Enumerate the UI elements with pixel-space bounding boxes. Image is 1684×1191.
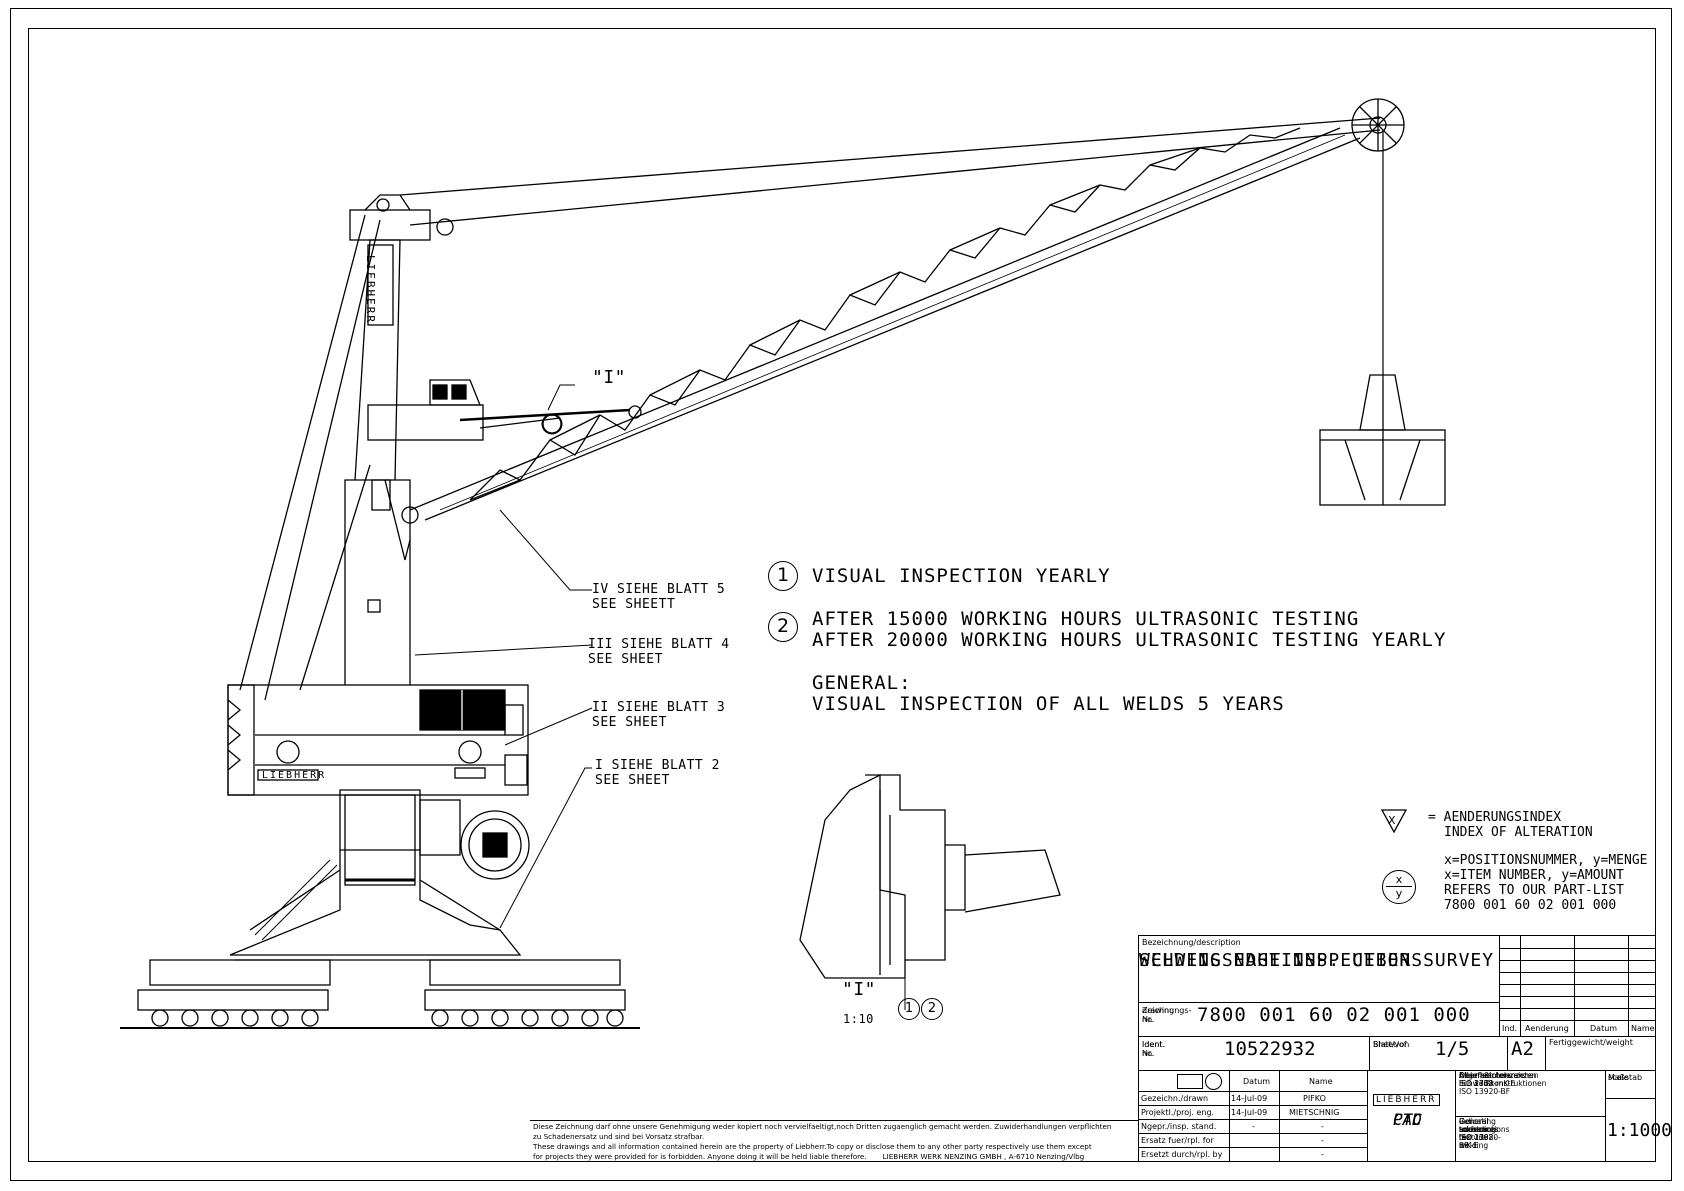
- projection-circle-icon: [1205, 1073, 1222, 1090]
- general-title: GENERAL:: [812, 672, 912, 694]
- tower-brand-label: LIEBHERR: [364, 255, 377, 324]
- note-2-line2: AFTER 20000 WORKING HOURS ULTRASONIC TES…: [812, 629, 1447, 651]
- house-brand-label: LIEBHERR: [262, 770, 327, 781]
- paper-format: A2: [1511, 1038, 1534, 1060]
- company-logo: LIEBHERR: [1373, 1094, 1440, 1106]
- portal: [137, 789, 626, 1027]
- drawing-number: 7800 001 60 02 001 000: [1197, 1004, 1471, 1026]
- company-cad-box: LIEBHERR CAD PTC: [1367, 1070, 1456, 1161]
- detail-marker-1: 1: [898, 998, 920, 1020]
- alteration-index-symbol: X: [1380, 809, 1408, 834]
- title-block: Bezeichnung/description SCHWEISSNAHTINSP…: [1138, 935, 1672, 1162]
- detail-marker-2: 2: [921, 998, 943, 1020]
- note-2-marker: 2: [768, 612, 798, 642]
- inner-frame: [28, 28, 1656, 1162]
- boom: [401, 98, 1405, 524]
- sheet-number: 1/5: [1435, 1038, 1470, 1060]
- item-number-symbol: x y: [1382, 870, 1416, 904]
- tower: [344, 194, 484, 685]
- view-i-label: "I": [592, 367, 627, 388]
- scale-value: 1:1000: [1607, 1120, 1673, 1141]
- note-2-line1: AFTER 15000 WORKING HOURS ULTRASONIC TES…: [812, 608, 1360, 630]
- note-1-marker: 1: [768, 561, 798, 591]
- note-1-text: VISUAL INSPECTION YEARLY: [812, 565, 1111, 587]
- detail-view-label: "I": [842, 979, 877, 1000]
- view-i-marker: [541, 413, 563, 435]
- ropes: [239, 117, 1384, 701]
- desc-label: Bezeichnung/description: [1142, 938, 1241, 947]
- bogies-left: [137, 959, 331, 1027]
- general-text: VISUAL INSPECTION OF ALL WELDS 5 YEARS: [812, 693, 1285, 715]
- cable-reel: [460, 810, 530, 880]
- weight-label: Fertiggewicht/weight: [1549, 1038, 1633, 1047]
- superstructure: [227, 684, 529, 796]
- outer-frame: [10, 8, 1672, 1181]
- bogies-right: [424, 959, 626, 1027]
- signature-grid: Datum Name Gezeichn./drawn 14-Jul-09 PIF…: [1139, 1070, 1368, 1161]
- detail-view-scale: 1:10: [843, 1012, 874, 1026]
- ident-number: 10522932: [1224, 1038, 1316, 1060]
- legend-alteration: = AENDERUNGSINDEX INDEX OF ALTERATION: [1428, 810, 1593, 840]
- callout-leaders: [414, 509, 593, 929]
- grab-bucket: [1319, 374, 1446, 506]
- legend-item: x=POSITIONSNUMMER, y=MENGE x=ITEM NUMBER…: [1444, 853, 1648, 913]
- revision-grid: Ind. Aenderung Datum Name: [1499, 936, 1656, 1036]
- projection-symbol-icon: [1177, 1074, 1203, 1089]
- detail-view-i: [799, 773, 1061, 1010]
- copyright-disclaimer: Diese Zeichnung darf ohne unsere Genehmi…: [530, 1120, 1138, 1162]
- svg-text:X: X: [1388, 814, 1396, 827]
